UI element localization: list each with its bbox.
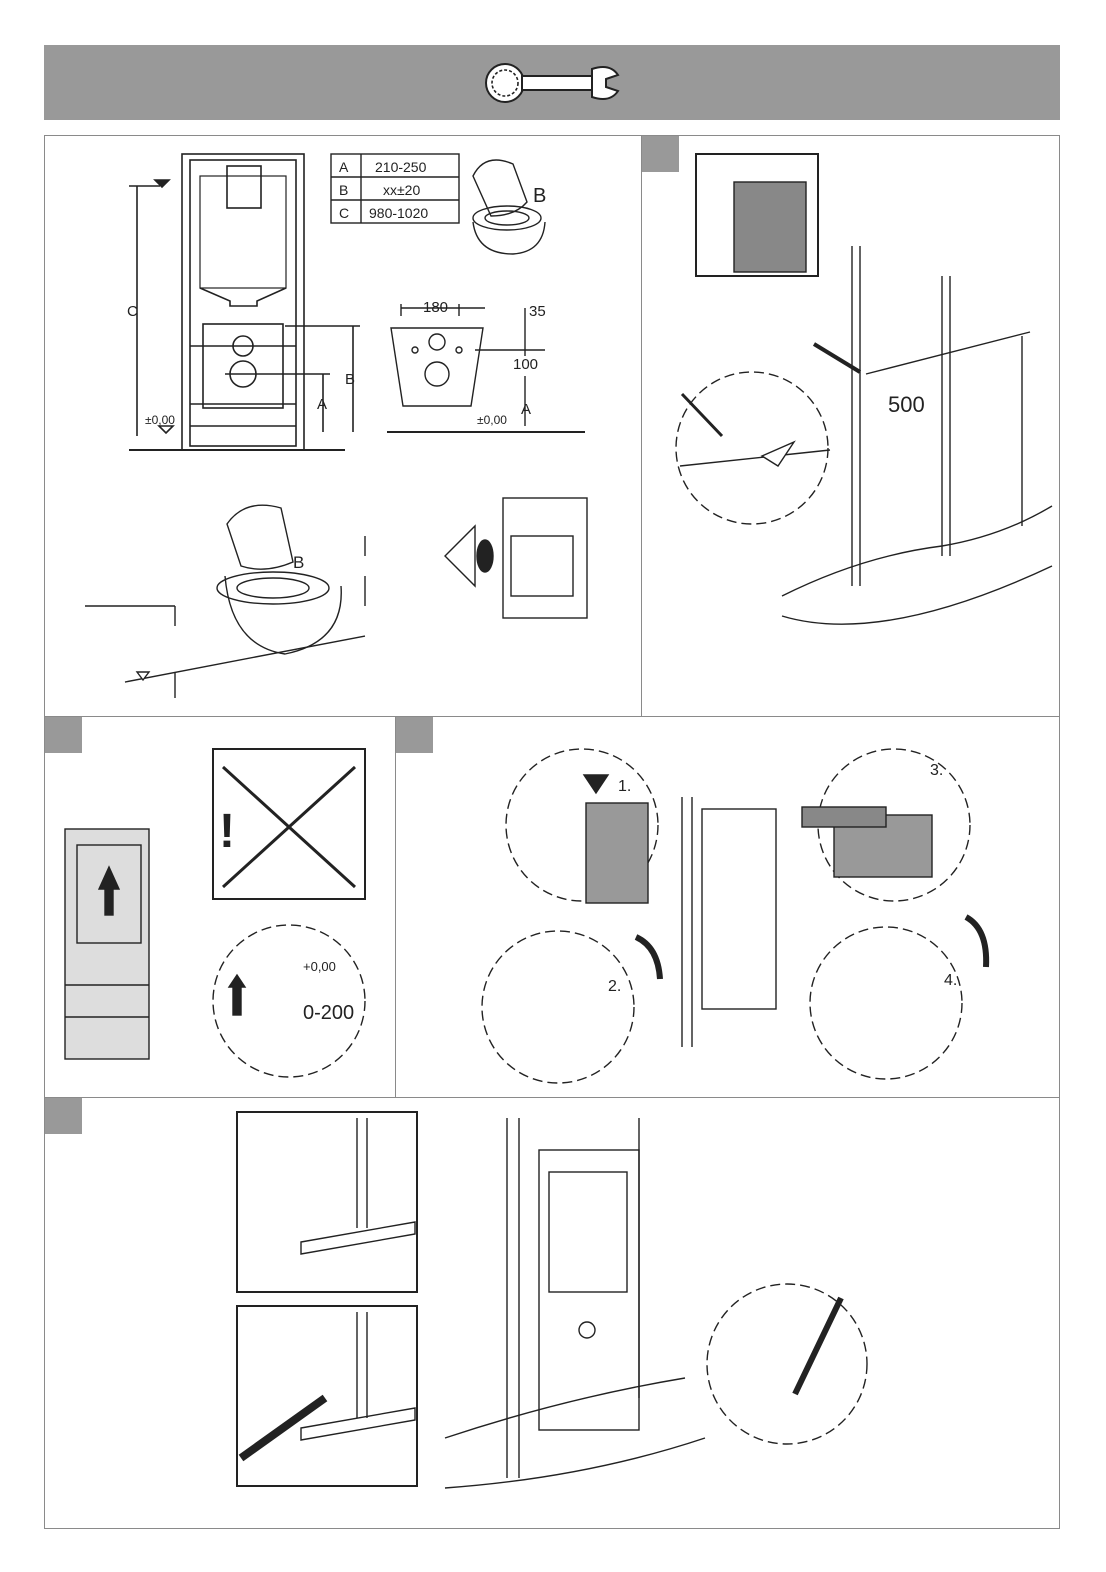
panel-planning: C B A ±0,00 A 210-250 B xx±20 C 980-1020… <box>44 135 642 717</box>
label-c: C <box>127 303 138 320</box>
seat-sketch <box>85 505 365 698</box>
wrench-icon <box>44 45 1060 120</box>
panel-leveling-steps: 1. 2. 3. 4. <box>395 716 1060 1098</box>
dim-180: 180 <box>423 299 448 316</box>
toilet-label-b: B <box>533 185 546 207</box>
table-value-a: 210-250 <box>375 159 427 175</box>
dim-100: 100 <box>513 356 538 373</box>
toilet-sketch <box>473 160 545 254</box>
table-value-c: 980-1020 <box>369 205 428 221</box>
read-manual-sketch <box>445 498 587 618</box>
panel-fastening <box>44 1097 1060 1529</box>
table-key-b: B <box>339 182 348 198</box>
step-1: 1. <box>618 778 631 795</box>
panel-height-adjust: ! +0,00 0-200 <box>44 716 396 1098</box>
table-value-b: xx±20 <box>383 182 420 198</box>
warning-icon: ! <box>219 805 235 858</box>
level-plus: +0,00 <box>303 959 336 974</box>
dim-500: 500 <box>888 392 925 417</box>
level-zero-right: ±0,00 <box>477 413 507 427</box>
range-0-200: 0-200 <box>303 1002 354 1024</box>
dim-a-right: A <box>521 401 531 418</box>
step-4: 4. <box>944 972 957 989</box>
level-zero-left: ±0,00 <box>145 413 175 427</box>
step-3: 3. <box>930 762 943 779</box>
table-key-c: C <box>339 205 349 221</box>
table-key-a: A <box>339 159 349 175</box>
label-a: A <box>317 396 327 413</box>
seat-label-b: B <box>293 553 304 572</box>
header-bar <box>44 45 1060 120</box>
panel-marking: 500 <box>641 135 1060 717</box>
dim-35: 35 <box>529 303 546 320</box>
label-b: B <box>345 371 355 388</box>
step-2: 2. <box>608 978 621 995</box>
